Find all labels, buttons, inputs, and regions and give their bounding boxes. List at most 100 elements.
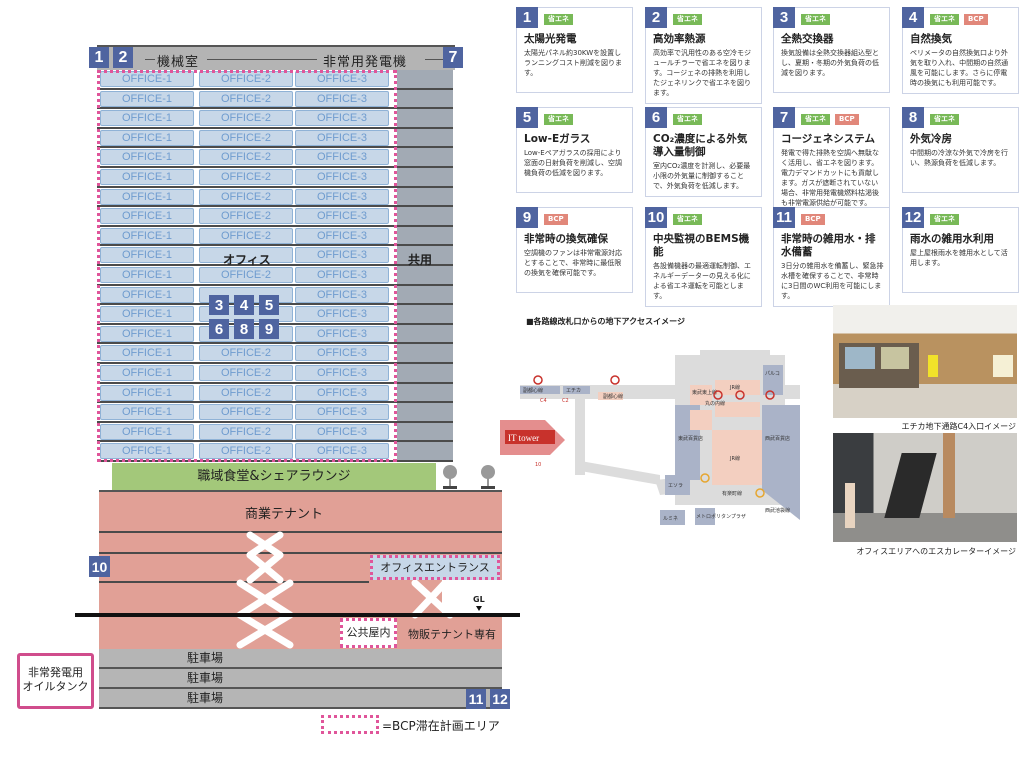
office-cell: OFFICE-2 bbox=[199, 365, 293, 381]
oil-tank: 非常発電用 オイルタンク bbox=[17, 653, 94, 709]
office-cell: OFFICE-2 bbox=[199, 404, 293, 421]
office-entrance-label: オフィスエントランス bbox=[380, 561, 490, 574]
office-cell: OFFICE-1 bbox=[100, 443, 194, 460]
office-cell: OFFICE-3 bbox=[295, 129, 389, 146]
office-cell: OFFICE-3 bbox=[295, 365, 389, 381]
badge-12: 12 bbox=[490, 689, 510, 709]
public-indoor-label: 公共屋内 bbox=[346, 626, 391, 639]
office-cell: OFFICE-2 bbox=[199, 423, 293, 440]
map-c4: C4 bbox=[540, 398, 547, 404]
card-number: 12 bbox=[902, 207, 924, 228]
card-number: 7 bbox=[773, 107, 795, 128]
map-metropolitan: メトロポリタンプラザ bbox=[696, 513, 746, 520]
office-cell: OFFICE-3 bbox=[295, 267, 389, 283]
office-cell: OFFICE-2 bbox=[199, 208, 293, 225]
office-cell: OFFICE-1 bbox=[100, 325, 194, 342]
gl-marker-icon bbox=[476, 606, 482, 611]
parking-label: 駐車場 bbox=[187, 651, 224, 665]
tree-icons bbox=[443, 465, 495, 489]
office-cell: OFFICE-3 bbox=[295, 110, 389, 127]
machine-room-label: 機械室 bbox=[157, 55, 200, 70]
office-cell: OFFICE-3 bbox=[295, 90, 389, 107]
office-cell: OFFICE-2 bbox=[199, 267, 293, 283]
office-cell: OFFICE-3 bbox=[295, 306, 389, 323]
badge-8: 8 bbox=[234, 319, 254, 339]
card-body: 室内CO₂濃度を計測し、必要最小限の外気量に制御することで、外気負荷を低減します… bbox=[653, 162, 751, 190]
office-cell: OFFICE-1 bbox=[100, 188, 194, 205]
card-title: 自然換気 bbox=[910, 33, 952, 45]
map-marunouchi: 丸の内線 bbox=[705, 400, 725, 407]
office-cell: OFFICE-3 bbox=[295, 208, 389, 225]
map-exit-10: 10 bbox=[535, 462, 541, 468]
office-cell: OFFICE-2 bbox=[199, 188, 293, 205]
badge-7: 7 bbox=[443, 47, 463, 68]
office-cell: OFFICE-3 bbox=[295, 345, 389, 362]
office-cell: OFFICE-1 bbox=[100, 149, 194, 166]
office-cell: OFFICE-2 bbox=[199, 384, 293, 401]
map-fukutoshin: 副都心線 bbox=[603, 393, 623, 400]
escalator-icons bbox=[236, 531, 454, 649]
map-seibu-line: 西武池袋線 bbox=[765, 507, 790, 514]
office-cell: OFFICE-1 bbox=[100, 267, 194, 283]
map-c2: C2 bbox=[562, 398, 569, 404]
card-number: 1 bbox=[516, 7, 538, 28]
tag-bcp: BCP bbox=[835, 114, 859, 125]
office-cell: OFFICE-2 bbox=[199, 149, 293, 166]
card-title: 非常時の雑用水・排水備蓄 bbox=[781, 233, 876, 258]
office-cell: OFFICE-2 bbox=[199, 169, 293, 185]
card-title: 外気冷房 bbox=[910, 133, 952, 145]
tag-eco: 省エネ bbox=[673, 214, 702, 225]
badge-3: 3 bbox=[209, 295, 229, 315]
office-cell: OFFICE-1 bbox=[100, 365, 194, 381]
office-cell bbox=[199, 247, 293, 264]
office-cell: OFFICE-1 bbox=[100, 169, 194, 185]
office-label: オフィス bbox=[223, 253, 271, 267]
card-title: 全熱交換器 bbox=[781, 33, 834, 45]
map-jr: JR線 bbox=[729, 455, 740, 462]
common-label: 共用 bbox=[408, 253, 433, 267]
card-body: 空調機のファンは非常電源対応とすることで、非常時に最低限の換気を確保可能です。 bbox=[524, 249, 622, 277]
card-body: 各設備機器の最適運転制御、エネルギーデーターの見える化による省エネ運転を可能とし… bbox=[653, 262, 751, 300]
tag-eco: 省エネ bbox=[801, 14, 830, 25]
tag-eco: 省エネ bbox=[544, 14, 573, 25]
office-cell: OFFICE-2 bbox=[199, 227, 293, 244]
retail-label: 物販テナント専有 bbox=[408, 628, 496, 641]
generator-label: 非常用発電機 bbox=[323, 55, 408, 70]
map-tower: IT tower bbox=[508, 433, 539, 443]
map-tobu-tojo: 東武東上線 bbox=[692, 389, 717, 396]
tag-eco: 省エネ bbox=[673, 114, 702, 125]
office-cell: OFFICE-3 bbox=[295, 404, 389, 421]
card-body: 高効率で汎用性のある空冷モジュールチラーで省エネを図ります。コージェネの排熱を利… bbox=[653, 49, 751, 97]
office-cell: OFFICE-1 bbox=[100, 286, 194, 303]
card-number: 10 bbox=[645, 207, 667, 228]
card-body: 発電で得た排熱を空調へ無駄なく活用し、省エネを図ります。電力デマンドカットにも貢… bbox=[781, 149, 879, 207]
office-cell: OFFICE-2 bbox=[199, 110, 293, 127]
card-body: 太陽光パネル約30KWを設置しランニングコスト削減を図ります。 bbox=[524, 49, 622, 77]
card-title: 非常時の換気確保 bbox=[524, 233, 608, 245]
card-number: 6 bbox=[645, 107, 667, 128]
parking-label: 駐車場 bbox=[187, 691, 224, 705]
card-body: ペリメータの自然換気口より外気を取り入れ、中間期の自然通風を可能にします。さらに… bbox=[910, 49, 1009, 87]
card-title: 雨水の雑用水利用 bbox=[910, 233, 994, 245]
office-cell: OFFICE-2 bbox=[199, 90, 293, 107]
badge-11: 11 bbox=[466, 689, 486, 709]
office-cell: OFFICE-1 bbox=[100, 208, 194, 225]
gl-gap bbox=[442, 580, 502, 615]
legend-label: =BCP滞在計画エリア bbox=[382, 719, 500, 733]
map-lumine: ルミネ bbox=[663, 516, 678, 522]
lounge-floor: 職域食堂&シェアラウンジ bbox=[112, 463, 436, 490]
legend-swatch bbox=[321, 715, 379, 734]
machine-room-floor: 機械室 非常用発電機 bbox=[97, 45, 455, 70]
